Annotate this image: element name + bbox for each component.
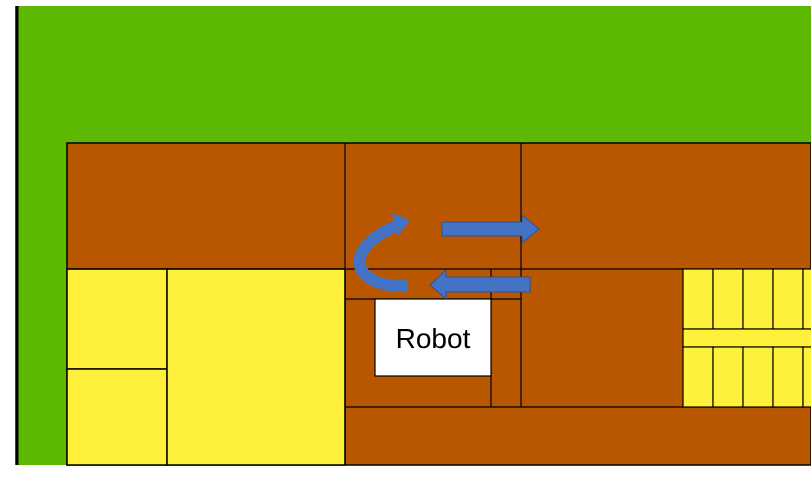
shelf-right-bottom-cell [683, 347, 713, 407]
shelf-right-bottom-cell [773, 347, 803, 407]
robot: Robot [375, 299, 491, 376]
shelf-right-top-cell [773, 269, 803, 329]
shelf-right-top-cell [713, 269, 743, 329]
shelf-right-group [683, 269, 811, 407]
shelf-right-top-cell [743, 269, 773, 329]
white-margin-left [0, 0, 15, 493]
shelf-large [167, 269, 345, 465]
robot-label: Robot [396, 323, 471, 354]
shelf-right-top-cell [803, 269, 811, 329]
shelf-right-bottom-cell [803, 347, 811, 407]
shelf-right-bottom-cell [743, 347, 773, 407]
shelf-right-top-cell [683, 269, 713, 329]
shelf-left-bottom [67, 369, 167, 465]
white-margin-bottom [0, 465, 811, 493]
shelf-right-bottom-cell [713, 347, 743, 407]
shelf-left-top [67, 269, 167, 369]
shelf-right-mid-strip [683, 329, 811, 347]
white-margin-top [0, 0, 811, 6]
